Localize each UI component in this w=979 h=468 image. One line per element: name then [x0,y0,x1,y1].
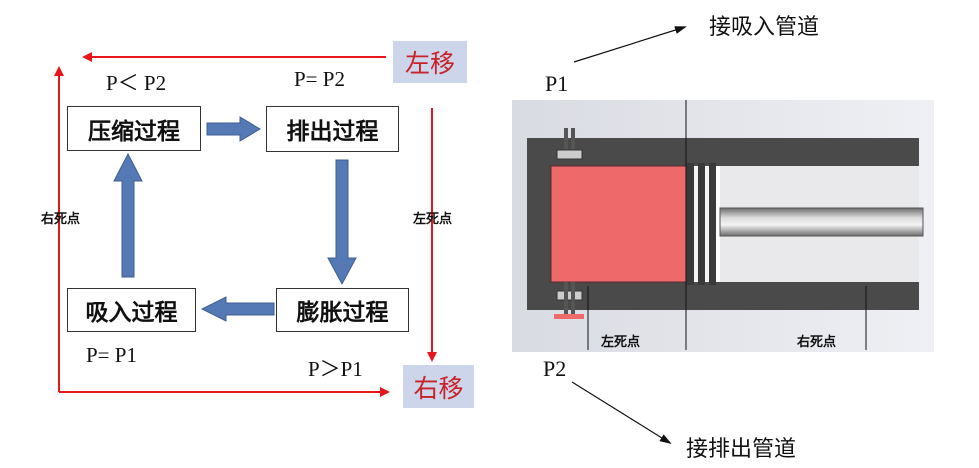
pressure-label-expand: P＞P1 [308,357,363,381]
discharge-valve-stem-2 [571,282,575,318]
arrow-discharge-to-expand [327,159,357,286]
cylinder-casing-end [527,138,551,310]
arrow-expand-to-suction [200,296,275,322]
p1-label: P1 [545,71,569,96]
right-dead-point-label: 右死点 [41,212,81,227]
pressure-label-suction: P= P1 [86,343,137,367]
piston-rod [719,207,924,237]
red-cycle-arrows [54,52,437,397]
suction-process-box: 吸入过程 [67,288,196,332]
discharge-valve-seat [554,314,584,319]
cylinder-casing-top [527,138,919,166]
expand-process-box: 膨胀过程 [276,288,409,332]
discharge-pipe-label: 接排出管道 [686,437,797,462]
piston-ring-2 [698,163,705,285]
discharge-pipe-pointer [571,381,672,445]
pressure-label-compress: P＜ P2 [106,71,167,95]
p2-label: P2 [543,356,567,381]
discharge-valve-head [556,290,583,301]
suction-valve-stem-2 [571,128,575,158]
cylinder-right-dead-point-label: 右死点 [797,335,837,350]
blue-process-arrows [113,116,357,322]
piston-ring-gap-1 [694,166,698,282]
piston-ring-1 [686,163,694,285]
suction-pipe-label: 接吸入管道 [709,15,820,40]
suction-valve-head [556,149,583,160]
discharge-valve-stem [564,282,568,318]
move-right-tag: 右移 [403,365,474,408]
piston-ring-3 [709,163,716,285]
discharge-process-box: 排出过程 [266,106,399,152]
compress-process-box: 压缩过程 [67,106,201,151]
cylinder-casing-bottom [527,282,919,310]
cylinder-diagram [512,100,934,352]
arrow-suction-to-compress [113,152,143,278]
suction-valve-stem [564,128,568,158]
pressure-label-discharge: P= P2 [294,67,345,91]
arrow-compress-to-discharge [206,116,261,142]
cylinder-left-dead-point-label: 左死点 [601,335,641,350]
suction-pipe-pointer [573,26,687,63]
piston-ring-gap-2 [705,166,709,282]
left-dead-point-label: 左死点 [413,212,453,227]
working-chamber [550,165,687,283]
move-left-tag: 左移 [393,41,467,83]
